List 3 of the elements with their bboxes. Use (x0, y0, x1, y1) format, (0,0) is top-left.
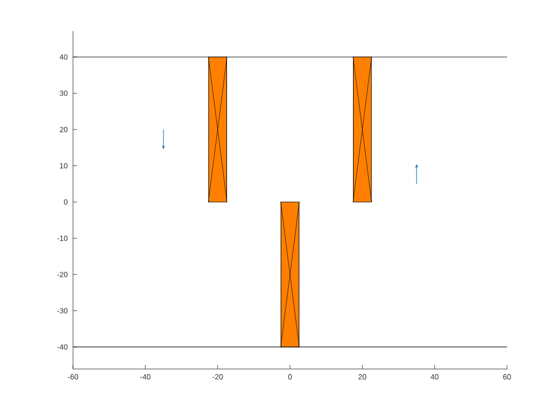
baffle (208, 56, 228, 202)
baffle (280, 202, 300, 348)
baffle (352, 56, 372, 202)
